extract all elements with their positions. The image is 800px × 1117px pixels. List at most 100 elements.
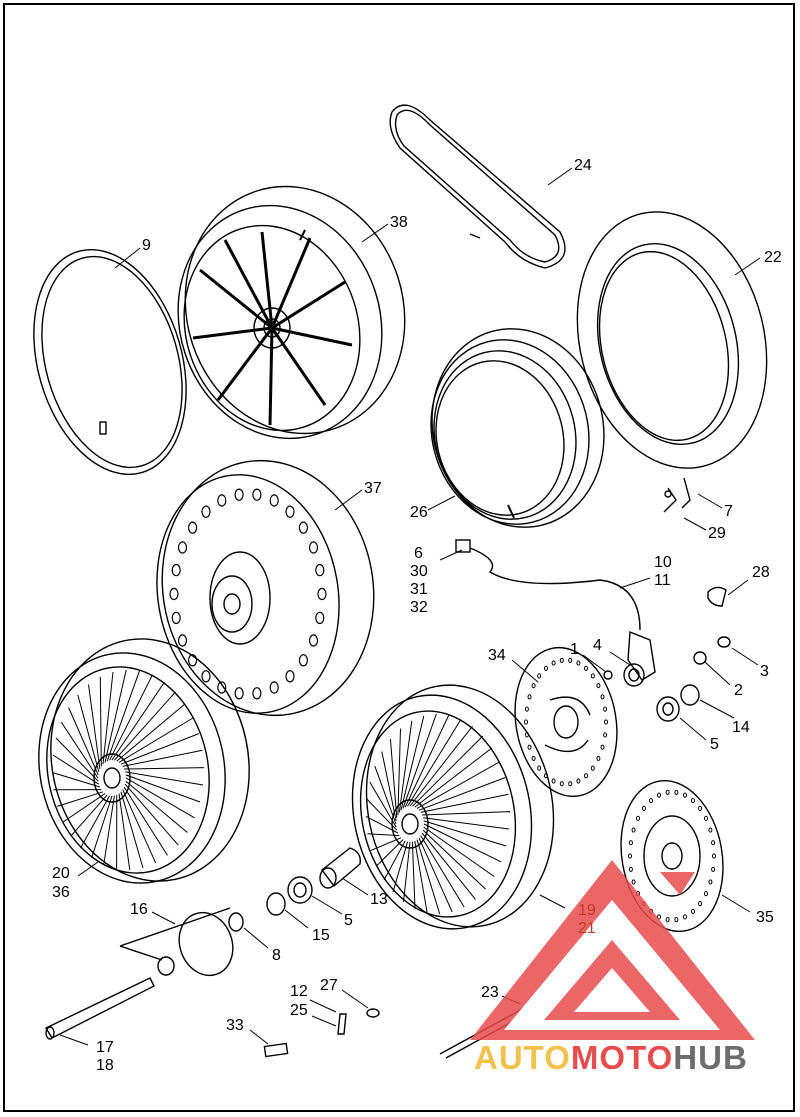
hole bbox=[641, 805, 646, 812]
callout-7: 7 bbox=[724, 503, 733, 520]
spoke bbox=[116, 703, 186, 762]
brake-disc-34 bbox=[514, 646, 618, 798]
spoke bbox=[423, 823, 502, 863]
spoke bbox=[400, 715, 425, 811]
hole bbox=[674, 917, 679, 923]
spoke bbox=[68, 707, 99, 776]
spoke bbox=[420, 793, 509, 813]
spoke bbox=[125, 777, 195, 819]
spoke bbox=[423, 820, 507, 847]
callout-6: 6 bbox=[414, 545, 423, 562]
spoke bbox=[123, 786, 168, 856]
spoke-wheel-20 bbox=[38, 638, 250, 884]
callout-37: 37 bbox=[364, 480, 382, 497]
hole bbox=[537, 765, 542, 771]
spoke bbox=[118, 793, 131, 871]
callout-17: 17 bbox=[96, 1039, 114, 1056]
callout-14: 14 bbox=[732, 719, 750, 736]
rim-strip-24 bbox=[389, 104, 566, 269]
hole bbox=[531, 683, 536, 689]
spoke bbox=[412, 735, 484, 807]
spoke bbox=[414, 747, 493, 808]
spoke bbox=[106, 670, 140, 762]
spoke bbox=[51, 771, 101, 788]
callout-20: 20 bbox=[52, 865, 70, 882]
wheel-weight-7-29 bbox=[663, 477, 691, 513]
bearings-axle-side bbox=[228, 876, 313, 932]
hole bbox=[177, 541, 188, 554]
hole bbox=[584, 665, 588, 671]
callout-23: 23 bbox=[481, 984, 499, 1001]
spoke bbox=[124, 767, 205, 770]
hole bbox=[188, 521, 198, 534]
hole bbox=[559, 657, 564, 663]
callout-35: 35 bbox=[756, 909, 774, 926]
hole bbox=[691, 908, 695, 915]
hole bbox=[711, 866, 716, 872]
hole bbox=[234, 687, 244, 700]
brand-word-auto: AUTO bbox=[474, 1039, 571, 1076]
hole bbox=[576, 660, 581, 666]
spoke bbox=[57, 791, 104, 807]
spoke bbox=[383, 840, 406, 881]
spoke bbox=[416, 761, 500, 809]
spoke bbox=[124, 783, 179, 846]
hole bbox=[649, 798, 653, 804]
callout-28: 28 bbox=[752, 564, 770, 581]
callout-26: 26 bbox=[410, 504, 428, 521]
spoke bbox=[366, 798, 398, 831]
spoke-wheel-19 bbox=[351, 684, 555, 930]
hole bbox=[600, 744, 605, 750]
callout-30: 30 bbox=[410, 563, 428, 580]
hole bbox=[631, 879, 636, 885]
hole bbox=[674, 789, 679, 796]
spoke bbox=[111, 681, 165, 761]
hole bbox=[665, 789, 670, 796]
callout-3: 3 bbox=[760, 663, 769, 680]
clip-28 bbox=[707, 586, 727, 607]
hole bbox=[603, 732, 608, 738]
hole bbox=[584, 773, 588, 779]
inner-tube-9 bbox=[33, 248, 187, 476]
hole bbox=[234, 488, 244, 501]
spoke bbox=[423, 826, 495, 877]
callout-38: 38 bbox=[390, 214, 408, 231]
valve-stem-parts bbox=[337, 1008, 380, 1035]
callout-12: 12 bbox=[290, 983, 308, 1000]
spoke bbox=[91, 795, 113, 858]
callout-4: 4 bbox=[593, 637, 602, 654]
hole bbox=[317, 587, 327, 601]
spoke bbox=[409, 725, 473, 807]
hole bbox=[171, 611, 181, 625]
spoke bbox=[422, 829, 486, 890]
hole bbox=[527, 744, 532, 750]
callout-16: 16 bbox=[130, 901, 148, 918]
spoke bbox=[389, 738, 398, 818]
cast-wheel-38 bbox=[177, 185, 406, 440]
hole bbox=[201, 505, 211, 518]
spoke bbox=[418, 837, 453, 913]
callout-33: 33 bbox=[226, 1017, 244, 1034]
callout-31: 31 bbox=[410, 581, 428, 598]
spoke bbox=[103, 795, 115, 865]
hub-small-parts bbox=[603, 636, 731, 722]
hole bbox=[524, 706, 529, 712]
hole bbox=[568, 657, 573, 663]
spoke bbox=[125, 771, 204, 786]
hole bbox=[171, 563, 181, 577]
hole bbox=[657, 914, 661, 920]
hole bbox=[285, 505, 295, 518]
spoke bbox=[102, 671, 114, 765]
callout-9: 9 bbox=[142, 237, 151, 254]
spoke bbox=[402, 713, 437, 809]
spoke bbox=[125, 780, 188, 833]
callout-5-upper: 5 bbox=[710, 736, 719, 753]
spoke bbox=[374, 765, 397, 825]
callout-18: 18 bbox=[96, 1057, 114, 1074]
rim-26 bbox=[430, 328, 605, 528]
hole bbox=[683, 914, 687, 920]
hole bbox=[698, 901, 703, 907]
hole bbox=[308, 541, 319, 554]
callout-8: 8 bbox=[272, 947, 281, 964]
spoke bbox=[52, 754, 100, 785]
